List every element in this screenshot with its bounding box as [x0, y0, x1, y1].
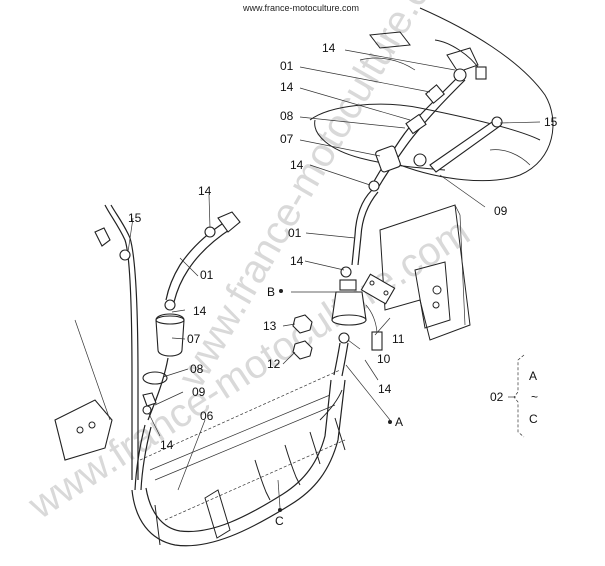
callout-label: 06	[200, 409, 214, 423]
callout-label: C	[275, 514, 284, 528]
point-b-dot	[279, 289, 283, 293]
callout-label: 14	[290, 158, 304, 172]
legend-part-label: 02	[490, 390, 504, 404]
point-c-dot	[278, 508, 282, 512]
callout-label: 14	[322, 41, 336, 55]
left-fuel-line	[134, 211, 241, 491]
callout-label: A	[395, 415, 403, 429]
leader-lines	[127, 49, 541, 512]
callout-label: 01	[288, 226, 302, 240]
callout-label: 08	[280, 109, 294, 123]
pipe-clamps	[154, 417, 346, 546]
callout-label: 09	[192, 385, 206, 399]
fuel-tank	[309, 7, 554, 182]
callout-label: 13	[263, 319, 277, 333]
upper-fuel-line	[351, 66, 503, 266]
callout-label: 14	[193, 304, 207, 318]
legend-tilde: ~	[531, 390, 538, 404]
callout-label: 07	[280, 132, 294, 146]
watermark-url: www.france-motoculture.com	[242, 3, 359, 13]
callout-label: 01	[280, 59, 294, 73]
point-a-dot	[388, 420, 392, 424]
callout-label: 12	[267, 357, 281, 371]
callout-label: 14	[280, 80, 294, 94]
legend-from-label: A	[529, 369, 537, 383]
callout-label: 10	[377, 352, 391, 366]
callout-label: 07	[187, 332, 201, 346]
range-legend: 02 A ~ C	[490, 354, 538, 438]
callout-label: B	[267, 285, 275, 299]
callout-label: 08	[190, 362, 204, 376]
callout-label: 09	[494, 204, 508, 218]
callout-labels: 14 01 14 08 07 14 15 09 14 15 01 14 07 0…	[128, 41, 558, 528]
callout-label: 14	[378, 382, 392, 396]
callout-label: 01	[200, 268, 214, 282]
callout-label: 14	[290, 254, 304, 268]
return-line	[54, 204, 139, 480]
long-pipe-06	[131, 369, 346, 547]
callout-label: 15	[128, 211, 142, 225]
fuel-pump	[292, 266, 396, 377]
mounting-bracket	[379, 204, 471, 341]
legend-to-label: C	[529, 412, 538, 426]
callout-label: 11	[392, 332, 405, 346]
callout-label: 15	[544, 115, 558, 129]
callout-label: 14	[198, 184, 212, 198]
callout-label: 14	[160, 438, 174, 452]
